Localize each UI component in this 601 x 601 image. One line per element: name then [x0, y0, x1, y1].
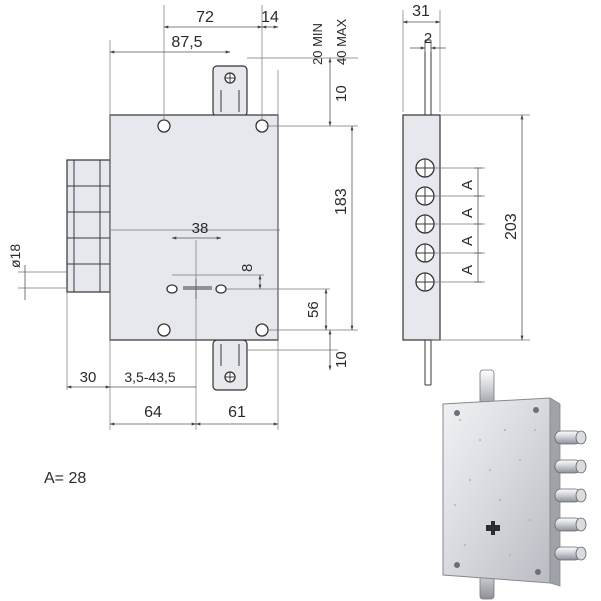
side-view: 31 2 203 A A A A	[402, 3, 530, 386]
lock-case-front	[109, 114, 279, 341]
photo-bolts	[554, 430, 587, 561]
product-photo	[442, 369, 587, 600]
bolt-spacing-a-2: A	[459, 208, 476, 218]
dim-61: 61	[228, 404, 246, 421]
bolt-stack-front	[66, 159, 111, 293]
dim-56: 56	[305, 301, 322, 318]
legend-a-value: A= 28	[44, 470, 86, 487]
dim-14: 14	[261, 9, 279, 26]
dim-diameter-18: ø18	[7, 244, 23, 268]
dim-10-bottom: 10	[333, 351, 350, 368]
top-bracket	[212, 65, 248, 117]
mount-hole-bl	[157, 323, 171, 337]
bolt-spacing-a-4: A	[459, 265, 476, 275]
mount-hole-br	[255, 323, 269, 337]
dim-3-5-43-5: 3,5-43,5	[124, 369, 176, 385]
bolt-circles-side	[415, 158, 435, 292]
bottom-bracket	[212, 339, 248, 391]
dim-40-max: 40 MAX	[334, 18, 349, 65]
dim-10-top: 10	[333, 85, 350, 102]
mount-hole-tl	[157, 119, 171, 133]
dim-64: 64	[144, 404, 162, 421]
dim-30: 30	[80, 369, 97, 386]
dim-87-5: 87,5	[171, 34, 202, 51]
dim-72: 72	[196, 9, 214, 26]
dim-31: 31	[412, 3, 430, 20]
bolt-spacing-a-3: A	[459, 236, 476, 246]
dim-2: 2	[424, 30, 432, 47]
front-view: 72 14 87,5 20 MIN 40 MAX 10 183 ø18 38 8…	[7, 5, 358, 430]
dim-8: 8	[239, 264, 256, 272]
dim-203: 203	[503, 213, 520, 240]
dim-20-min: 20 MIN	[310, 23, 325, 65]
dim-183: 183	[333, 188, 350, 215]
bolt-spacing-a-1: A	[459, 180, 476, 190]
dim-38: 38	[192, 220, 209, 237]
